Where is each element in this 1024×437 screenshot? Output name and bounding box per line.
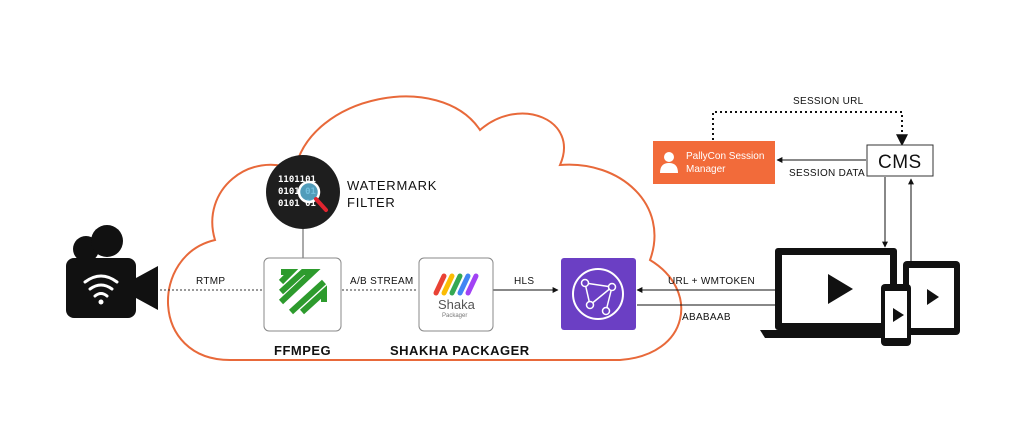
session-data-label: SESSION DATA xyxy=(789,168,865,179)
camera-icon xyxy=(66,225,158,318)
session-url-dotted xyxy=(712,111,908,147)
wifi-icon xyxy=(83,274,119,298)
ffmpeg-node xyxy=(263,257,342,332)
binary-row-3: 0101 01 xyxy=(278,199,316,209)
shaka-logo-text: Shaka xyxy=(438,297,476,312)
binary-row-2: 0101 01 xyxy=(278,187,316,197)
cms-label: CMS xyxy=(878,152,922,173)
play-icon xyxy=(927,289,939,305)
user-icon xyxy=(660,152,678,173)
cloud-outline xyxy=(167,95,683,361)
watermark-filter-icon: 1101101 0101 01 0101 01 xyxy=(266,155,340,229)
ffmpeg-label: FFMPEG xyxy=(274,343,331,358)
watermark-label-line2: FILTER xyxy=(347,195,396,210)
phone-icon xyxy=(881,284,911,346)
cloudfront-icon xyxy=(561,258,636,330)
pallycon-session-manager: PallyCon Session Manager xyxy=(653,141,775,184)
pallycon-label-line1: PallyCon Session xyxy=(686,151,764,162)
devices xyxy=(760,248,960,346)
url-wmtoken-label: URL + WMTOKEN xyxy=(668,276,755,287)
shaka-logo-icon xyxy=(433,273,479,296)
cms-node: CMS xyxy=(866,144,934,177)
shaka-packager-node: Shaka Packager xyxy=(418,257,494,332)
rtmp-label: RTMP xyxy=(196,276,225,287)
session-url-label: SESSION URL xyxy=(793,96,864,107)
binary-row-1: 1101101 xyxy=(278,175,316,185)
ffmpeg-logo-icon xyxy=(278,269,327,315)
ab-stream-label: A/B STREAM xyxy=(350,276,414,287)
play-icon xyxy=(893,308,904,322)
hls-label: HLS xyxy=(514,276,534,287)
magnifier-icon xyxy=(297,180,328,212)
shaka-logo-sub: Packager xyxy=(442,313,467,319)
play-icon xyxy=(828,274,853,304)
watermark-label-line1: WATERMARK xyxy=(347,178,437,193)
laptop-icon xyxy=(760,248,905,338)
ababaab-label: ABABAAB xyxy=(682,312,731,323)
shaka-packager-label: SHAKHA PACKAGER xyxy=(390,343,530,358)
pallycon-label-line2: Manager xyxy=(686,164,726,175)
tablet-icon xyxy=(903,261,960,335)
